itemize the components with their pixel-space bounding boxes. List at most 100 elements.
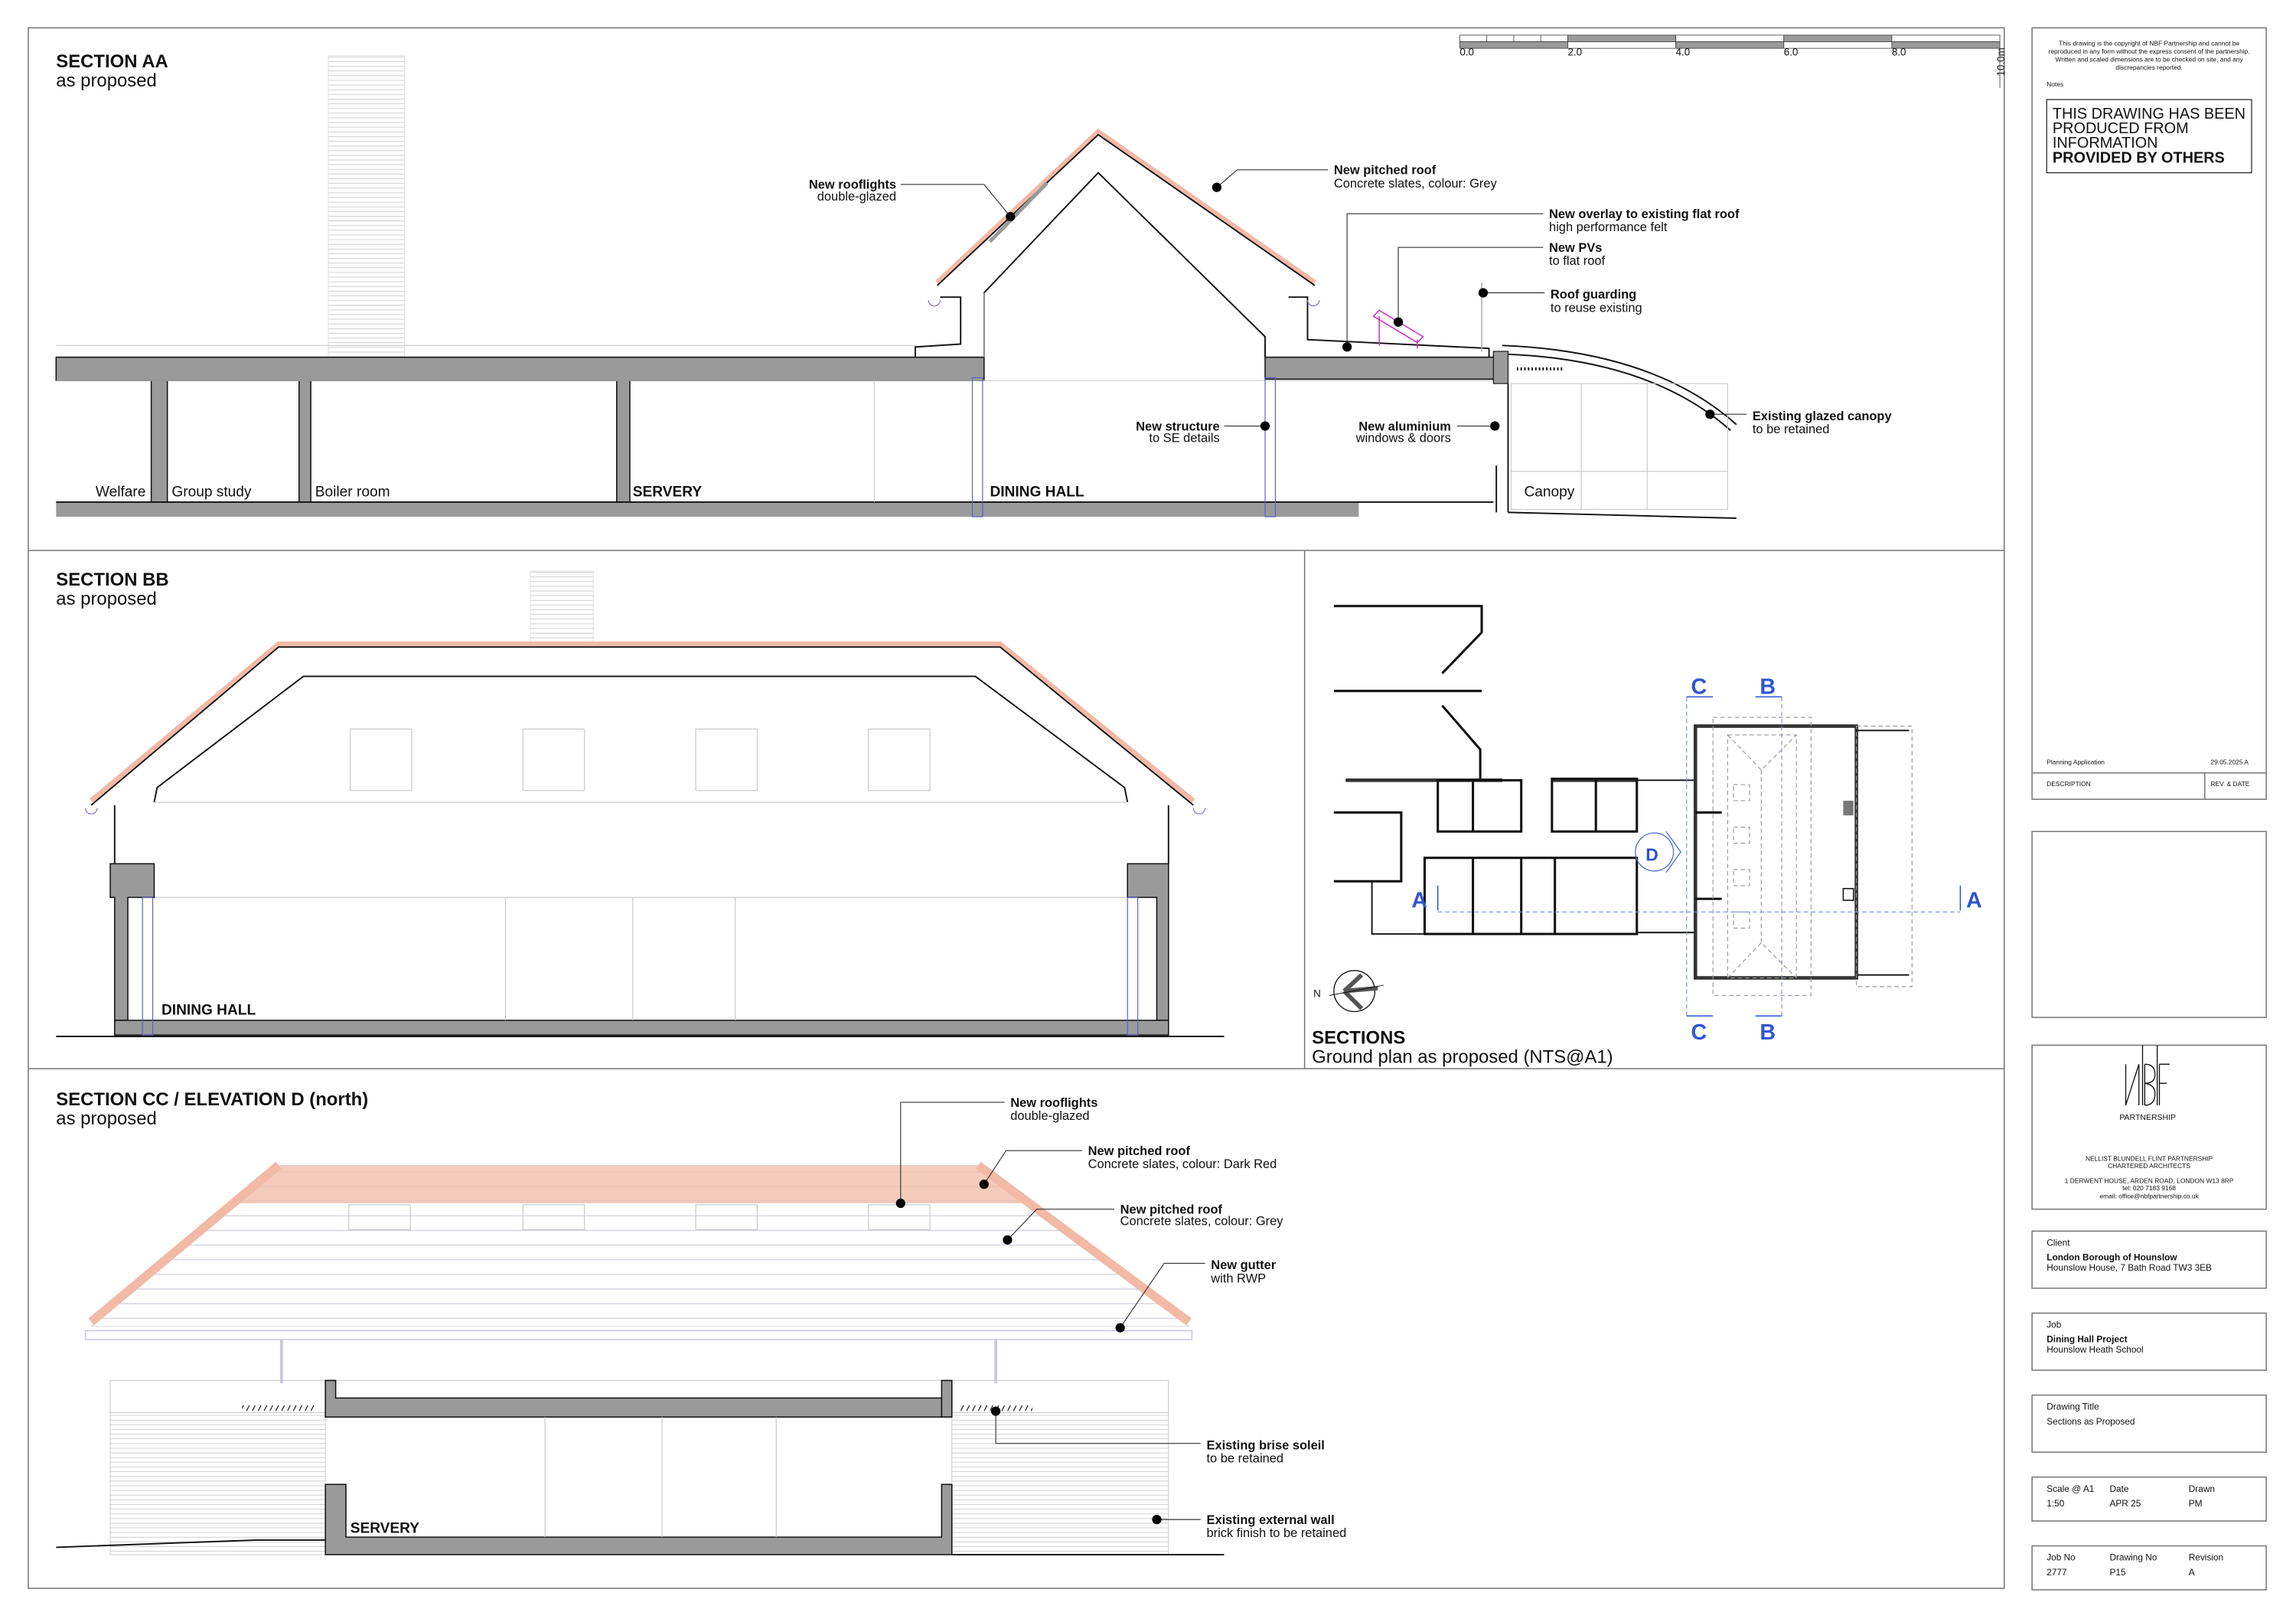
rooflight bbox=[988, 181, 1049, 243]
drawing-line bbox=[2031, 1476, 2267, 1522]
drawing-line bbox=[325, 1483, 953, 1555]
scale-value: 1:50 bbox=[2047, 1498, 2064, 1509]
drawing-line bbox=[522, 728, 585, 791]
rev-date-header: REV. & DATE bbox=[2210, 780, 2249, 788]
description-header: DESCRIPTION bbox=[2047, 780, 2090, 788]
drawing-line bbox=[348, 1204, 411, 1231]
drawing-line bbox=[1705, 410, 1715, 419]
elevation-marker-d: D bbox=[1645, 845, 1658, 865]
drawing-title-value: Sections as Proposed bbox=[2047, 1416, 2135, 1427]
drawing-line bbox=[2125, 1045, 2170, 1106]
drawn-label: Drawn bbox=[2189, 1483, 2215, 1494]
drawing-line bbox=[1733, 911, 1750, 929]
annotation-body: brick finish to be retained bbox=[1206, 1526, 1346, 1540]
job-name: Dining Hall Project bbox=[2047, 1334, 2127, 1345]
annotation: Existing brise soleil to be retained bbox=[990, 1406, 1325, 1466]
annotation-head: New PVs bbox=[1549, 241, 1602, 255]
rooflights bbox=[348, 1204, 931, 1231]
chimney bbox=[328, 55, 405, 358]
notice-text: PROVIDED BY OTHERS bbox=[2053, 149, 2225, 166]
drawing-line bbox=[1127, 863, 1169, 1021]
drawing-line bbox=[350, 728, 413, 791]
annotation: Roof guarding to reuse existing bbox=[1478, 288, 1642, 315]
drawing-line bbox=[1490, 421, 1500, 431]
scale-bar-segment bbox=[1459, 41, 1568, 49]
copyright-text: This drawing is the copyright of NBF Par… bbox=[2059, 39, 2239, 47]
scale-bar-segment bbox=[1675, 34, 1785, 42]
pitched-roof-finish bbox=[90, 641, 1195, 803]
flat-roof-slab-left bbox=[55, 356, 985, 382]
drawing-line bbox=[1551, 777, 1639, 833]
annotation: New pitched roof Concrete slates, colour… bbox=[979, 1144, 1277, 1190]
drawing-line bbox=[941, 1379, 953, 1418]
drawing-line bbox=[1120, 1262, 1205, 1328]
drawing-line bbox=[1393, 317, 1404, 327]
job-no-value: 2777 bbox=[2047, 1567, 2066, 1578]
scale-bar-label: 8.0 bbox=[1892, 47, 1906, 58]
client-label: Client bbox=[2047, 1237, 2070, 1248]
drawing-line bbox=[153, 675, 1129, 803]
section-cc-subtitle: as proposed bbox=[56, 1108, 157, 1129]
scale-label: Scale @ A1 bbox=[2047, 1483, 2094, 1494]
firm-name: NELLIST BLUNDELL FLINT PARTNERSHIP bbox=[2086, 1155, 2213, 1163]
annotation-body: double-glazed bbox=[817, 190, 896, 204]
notice-text: INFORMATION bbox=[2053, 135, 2158, 152]
annotation-head: New pitched roof bbox=[1088, 1144, 1191, 1158]
scale-bar-label: 6.0 bbox=[1784, 47, 1799, 58]
drawing-line bbox=[1333, 605, 1483, 674]
drawing-line bbox=[1727, 734, 1797, 978]
drawing-line bbox=[325, 1379, 953, 1418]
scale-bar-label: 10.0m bbox=[1995, 47, 2007, 76]
copyright-text: discrepancies reported. bbox=[2115, 64, 2182, 71]
annotation-body: to SE details bbox=[1149, 432, 1219, 445]
drawing-line bbox=[1371, 881, 1425, 935]
annotation-head: Existing external wall bbox=[1206, 1513, 1334, 1527]
annotation-head: New rooflights bbox=[809, 178, 896, 192]
room-label-servery: SERVERY bbox=[633, 484, 703, 500]
roof-slates-red bbox=[234, 1165, 1026, 1204]
drawing-line bbox=[1478, 288, 1489, 298]
section-aa-subtitle: as proposed bbox=[56, 70, 157, 91]
firm-tel: tel: 020 7183 9168 bbox=[2122, 1184, 2176, 1192]
nbf-logo: PARTNERSHIP bbox=[2119, 1045, 2176, 1122]
client-name: London Borough of Hounslow bbox=[2047, 1252, 2177, 1263]
annotation-head: New overlay to existing flat roof bbox=[1549, 207, 1740, 221]
drawing-line bbox=[914, 296, 962, 357]
drawn-value: PM bbox=[2189, 1498, 2203, 1509]
drawing-line bbox=[1329, 984, 1384, 996]
plan-walls bbox=[1333, 605, 1913, 997]
wall bbox=[298, 380, 311, 503]
drawing-line bbox=[1665, 831, 1681, 873]
drawing-line bbox=[990, 1406, 1001, 1416]
rooflights bbox=[350, 728, 931, 791]
annotation: Existing glazed canopy to be retained bbox=[1705, 410, 1892, 436]
revision-value: A bbox=[2189, 1567, 2195, 1578]
floor-slab bbox=[56, 501, 1359, 517]
section-marker-a-right: A bbox=[1966, 889, 1982, 913]
drawing-line bbox=[2046, 99, 2252, 174]
annotation-head: New aluminium bbox=[1358, 419, 1451, 433]
annotation-head: New pitched roof bbox=[1120, 1203, 1223, 1216]
drawing-line bbox=[1342, 342, 1352, 352]
drawing-line bbox=[1727, 734, 1797, 979]
annotation-body: with RWP bbox=[1210, 1271, 1266, 1285]
section-aa-title: SECTION AA bbox=[56, 51, 168, 72]
annotation-head: New rooflights bbox=[1010, 1096, 1097, 1110]
section-markers: A A C C B B D bbox=[1411, 675, 1982, 1045]
annotation: New pitched roof Concrete slates, colour… bbox=[1003, 1203, 1283, 1245]
drawing-line bbox=[1843, 801, 1854, 816]
section-bb-title: SECTION BB bbox=[56, 569, 168, 590]
annotation-body: Concrete slates, colour: Grey bbox=[1120, 1215, 1284, 1229]
scale-bar-segment bbox=[1675, 41, 1785, 49]
drawing-line bbox=[1333, 970, 1376, 1013]
drawing-line bbox=[1346, 213, 1544, 348]
section-cc-title: SECTION CC / ELEVATION D (north) bbox=[56, 1089, 368, 1110]
firm-address: 1 DERWENT HOUSE, ARDEN ROAD, LONDON W13 … bbox=[2065, 1177, 2234, 1184]
drawing-line bbox=[1842, 888, 1854, 901]
pitched-roof-outer bbox=[936, 133, 1316, 286]
section-marker-b-bottom: B bbox=[1760, 1020, 1776, 1045]
drawing-line bbox=[1006, 1209, 1115, 1241]
drawing-line bbox=[2031, 831, 2267, 1018]
drawing-line bbox=[88, 1161, 1192, 1326]
